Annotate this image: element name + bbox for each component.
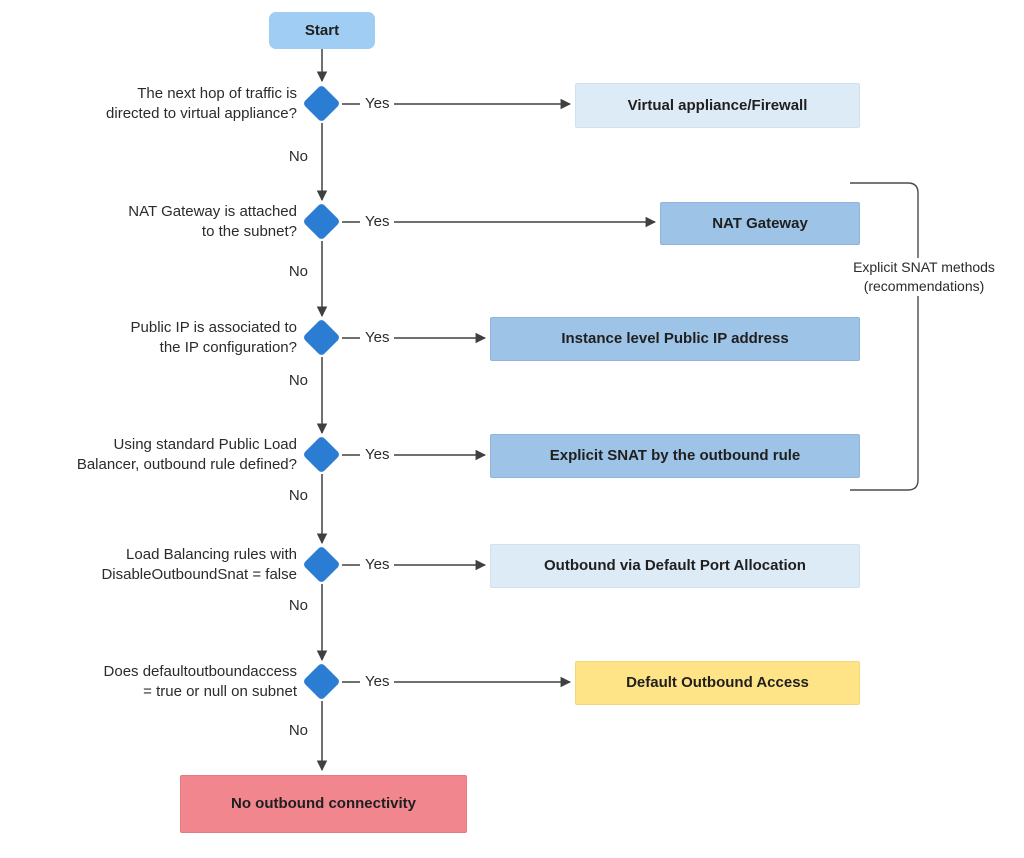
- question-4: Using standard Public Load Balancer, out…: [76, 436, 297, 473]
- bracket-label: Explicit SNAT methods (recommendations): [836, 258, 1012, 296]
- start-node: Start: [269, 12, 375, 49]
- yes-label-2: Yes: [360, 212, 395, 232]
- no-label-4: No: [288, 487, 308, 504]
- yes-label-3: Yes: [360, 328, 395, 348]
- question-5: Load Balancing rules with DisableOutboun…: [101, 546, 297, 583]
- question-2: NAT Gateway is attached to the subnet?: [128, 203, 297, 240]
- yes-label-5: Yes: [360, 555, 395, 575]
- snat-methods-bracket: [850, 182, 919, 491]
- no-label-6: No: [288, 722, 308, 739]
- result-no-outbound: No outbound connectivity: [180, 775, 467, 833]
- result-instance-public-ip: Instance level Public IP address: [490, 317, 860, 361]
- result-explicit-snat-outbound-rule: Explicit SNAT by the outbound rule: [490, 434, 860, 478]
- result-default-port-allocation: Outbound via Default Port Allocation: [490, 544, 860, 588]
- yes-label-4: Yes: [360, 445, 395, 465]
- no-label-3: No: [288, 372, 308, 389]
- no-label-2: No: [288, 263, 308, 280]
- question-3: Public IP is associated to the IP config…: [130, 319, 297, 356]
- result-nat-gateway: NAT Gateway: [660, 202, 860, 245]
- yes-label-6: Yes: [360, 672, 395, 692]
- question-6: Does defaultoutboundaccess = true or nul…: [103, 663, 297, 700]
- no-label-5: No: [288, 597, 308, 614]
- no-label-1: No: [288, 148, 308, 165]
- question-1: The next hop of traffic is directed to v…: [106, 85, 297, 122]
- result-virtual-appliance: Virtual appliance/Firewall: [575, 83, 860, 128]
- start-label: Start: [304, 21, 340, 39]
- yes-label-1: Yes: [360, 94, 395, 114]
- result-default-outbound-access: Default Outbound Access: [575, 661, 860, 705]
